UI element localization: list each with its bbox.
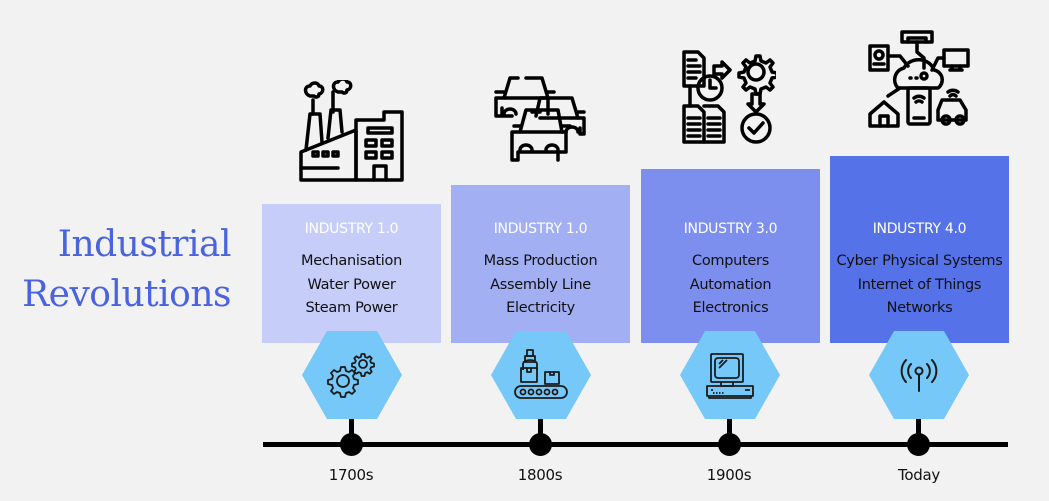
timeline-dot xyxy=(529,433,552,456)
era-item: Electricity xyxy=(506,300,575,316)
era-item: Networks xyxy=(886,300,953,316)
era-item: Electronics xyxy=(692,300,769,316)
timeline-label-1800s: 1800s xyxy=(517,466,563,484)
hexagon-era-3 xyxy=(680,331,780,419)
timeline-axis xyxy=(263,442,1008,447)
hexagon-era-4 xyxy=(869,331,969,419)
era-heading: INDUSTRY 1.0 xyxy=(304,221,399,237)
gears-icon xyxy=(327,353,375,398)
timeline-label-1900s: 1900s xyxy=(706,466,752,484)
title-line-2: Revolutions xyxy=(22,274,231,315)
era-item: Computers xyxy=(692,253,769,269)
era-item: Cyber Physical Systems xyxy=(836,253,1003,269)
timeline-dot xyxy=(718,433,741,456)
era-card-industry-2: INDUSTRY 1.0 Mass Production Assembly Li… xyxy=(451,185,630,343)
antenna-signal-icon xyxy=(900,359,938,392)
iot-cloud-icon xyxy=(868,30,970,128)
era-item: Water Power xyxy=(307,276,396,293)
page-title: Industrial Revolutions xyxy=(22,220,231,320)
era-item: Mechanisation xyxy=(300,253,402,269)
era-card-industry-4: INDUSTRY 4.0 Cyber Physical Systems Inte… xyxy=(830,156,1009,343)
timeline-stem xyxy=(538,418,543,444)
conveyor-robot-icon xyxy=(514,349,568,399)
era-heading: INDUSTRY 4.0 xyxy=(872,221,967,237)
era-item: Mass Production xyxy=(483,253,598,269)
title-line-1: Industrial xyxy=(57,224,232,265)
timeline-dot xyxy=(340,433,363,456)
computer-icon xyxy=(706,353,754,399)
document-workflow-icon xyxy=(682,50,776,144)
era-card-industry-3: INDUSTRY 3.0 Computers Automation Electr… xyxy=(641,169,820,343)
era-item: Automation xyxy=(689,276,772,293)
era-item: Steam Power xyxy=(305,300,398,316)
hexagon-era-1 xyxy=(302,331,402,419)
timeline-stem xyxy=(727,418,732,444)
timeline-label-1700s: 1700s xyxy=(328,466,374,484)
era-heading: INDUSTRY 3.0 xyxy=(683,221,778,237)
timeline-stem xyxy=(349,418,354,444)
timeline-label-today: Today xyxy=(898,466,940,484)
cars-icon xyxy=(494,76,586,162)
timeline-stem xyxy=(916,418,921,444)
hexagon-era-2 xyxy=(491,331,591,419)
era-card-industry-1: INDUSTRY 1.0 Mechanisation Water Power S… xyxy=(262,204,441,343)
timeline-dot xyxy=(907,433,930,456)
era-item: Assembly Line xyxy=(490,276,591,293)
era-heading: INDUSTRY 1.0 xyxy=(493,221,588,237)
factory-icon xyxy=(299,80,404,182)
era-item: Internet of Things xyxy=(857,276,982,293)
